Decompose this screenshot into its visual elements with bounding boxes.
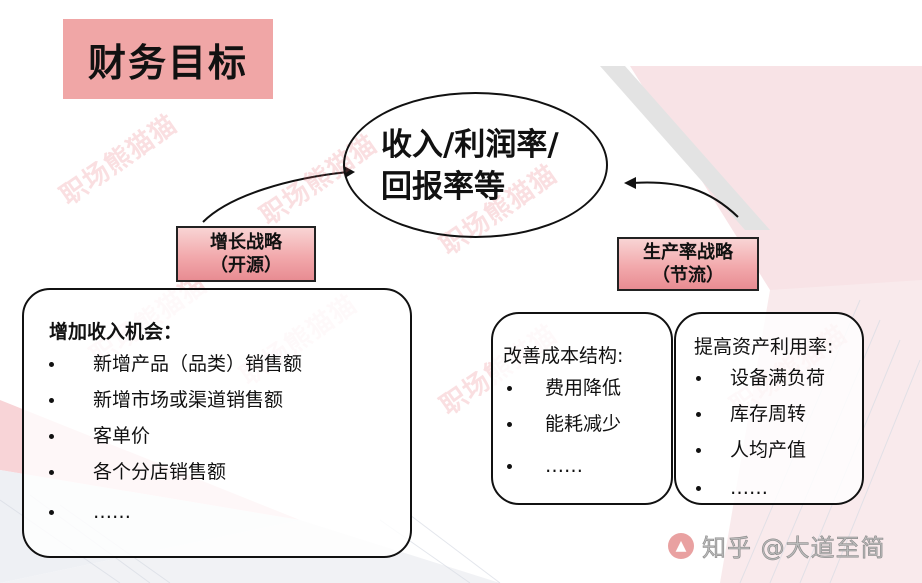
bullet-icon bbox=[49, 434, 54, 439]
list-item: 能耗减少 bbox=[507, 406, 672, 442]
attribution-text: 知乎 @大道至简 bbox=[702, 534, 886, 563]
goal-ellipse: 收入/利润率/ 回报率等 bbox=[343, 92, 608, 238]
productivity-strategy-title: 生产率战略 bbox=[643, 242, 733, 263]
growth-strategy-subtitle: （开源） bbox=[210, 255, 282, 276]
productivity-strategy-box: 生产率战略 （节流） bbox=[617, 237, 759, 291]
cost-structure-card: 改善成本结构: 费用降低 能耗减少 …… bbox=[491, 312, 673, 505]
revenue-card-heading: 增加收入机会： bbox=[49, 321, 183, 343]
zhihu-attribution: ▲ 知乎 @大道至简 bbox=[668, 528, 886, 563]
bullet-icon bbox=[49, 398, 54, 403]
list-item: …… bbox=[507, 448, 672, 484]
bullet-icon bbox=[507, 422, 512, 427]
asset-item-list: 设备满负荷 库存周转 人均产值 …… bbox=[696, 360, 861, 506]
list-item: …… bbox=[49, 494, 409, 530]
title-banner: 财务目标 bbox=[63, 19, 273, 99]
revenue-item-list: 新增产品（品类）销售额 新增市场或渠道销售额 客单价 各个分店销售额 …… bbox=[49, 346, 409, 530]
bullet-icon bbox=[696, 448, 701, 453]
cost-card-heading: 改善成本结构: bbox=[503, 345, 624, 367]
list-item: 人均产值 bbox=[696, 432, 861, 468]
bullet-icon bbox=[507, 464, 512, 469]
asset-utilization-card: 提高资产利用率: 设备满负荷 库存周转 人均产值 …… bbox=[674, 312, 864, 505]
goal-line-2: 回报率等 bbox=[381, 169, 505, 205]
productivity-strategy-subtitle: （节流） bbox=[652, 265, 724, 286]
bullet-icon bbox=[696, 376, 701, 381]
bullet-icon bbox=[696, 486, 701, 491]
goal-line-1: 收入/利润率/ bbox=[381, 127, 559, 163]
list-item: 新增市场或渠道销售额 bbox=[49, 382, 409, 418]
list-item: 各个分店销售额 bbox=[49, 454, 409, 490]
growth-strategy-title: 增长战略 bbox=[210, 232, 282, 253]
page-title: 财务目标 bbox=[87, 40, 248, 85]
asset-card-heading: 提高资产利用率: bbox=[694, 336, 834, 358]
bullet-icon bbox=[49, 510, 54, 515]
list-item: 客单价 bbox=[49, 418, 409, 454]
list-item: 设备满负荷 bbox=[696, 360, 861, 396]
goal-text: 收入/利润率/ 回报率等 bbox=[381, 124, 559, 208]
bullet-icon bbox=[507, 386, 512, 391]
bullet-icon bbox=[49, 362, 54, 367]
list-item: 费用降低 bbox=[507, 370, 672, 406]
cost-item-list: 费用降低 能耗减少 …… bbox=[507, 370, 672, 484]
list-item: …… bbox=[696, 470, 861, 506]
growth-strategy-box: 增长战略 （开源） bbox=[176, 226, 316, 282]
list-item: 新增产品（品类）销售额 bbox=[49, 346, 409, 382]
bullet-icon bbox=[696, 412, 701, 417]
zhihu-logo-icon: ▲ bbox=[668, 532, 694, 559]
list-item: 库存周转 bbox=[696, 396, 861, 432]
bullet-icon bbox=[49, 470, 54, 475]
revenue-opportunities-card: 增加收入机会： 新增产品（品类）销售额 新增市场或渠道销售额 客单价 各个分店销… bbox=[22, 288, 412, 558]
